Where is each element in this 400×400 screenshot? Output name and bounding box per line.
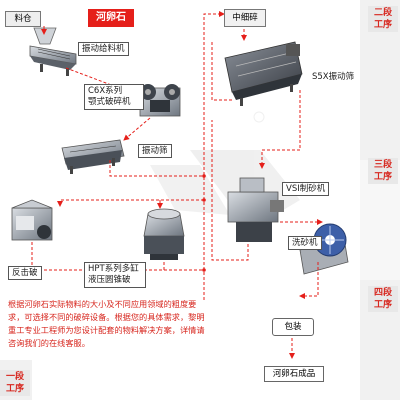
stage-one-tag: 一段 工序: [0, 370, 30, 396]
cone-crusher-label: HPT系列多缸 液压圆锥破: [84, 262, 146, 288]
stage-two-tag: 二段 工序: [368, 6, 398, 32]
impact-crusher-machine: [11, 199, 53, 241]
cone-crusher-line1: HPT系列多缸: [88, 264, 139, 274]
cone-crusher-line2: 液压圆锥破: [88, 275, 131, 285]
description-text: 根据河卵石实际物料的大小及不同应用领域的粗度要求，可选择不同的破碎设备。根据您的…: [8, 299, 205, 348]
jaw-crusher-label: C6X系列 颚式破碎机: [84, 84, 144, 110]
jaw-crusher-machine: [139, 84, 181, 117]
stage-one-line2: 工序: [5, 384, 24, 394]
stage-four-tag: 四段 工序: [368, 286, 398, 312]
cone-crusher-machine: [143, 208, 185, 260]
impact-crusher-label: 反击破: [8, 266, 42, 280]
stage-one-line1: 一段: [5, 372, 24, 382]
jaw-crusher-line1: C6X系列: [88, 86, 123, 96]
stage-four-line2: 工序: [373, 300, 392, 310]
jaw-crusher-line2: 颚式破碎机: [88, 97, 131, 107]
s5x-screen-machine: [224, 41, 303, 106]
stage-three-line1: 三段: [373, 160, 392, 170]
screen-label: 振动筛: [138, 144, 172, 158]
packing-box: 包装: [272, 318, 314, 336]
sand-washer-label: 洗砂机: [288, 236, 322, 250]
feeder-machine: [29, 27, 77, 76]
stage-two-line2: 工序: [373, 20, 392, 30]
s5x-screen-label: S5X振动筛: [312, 72, 355, 82]
stage-three-tag: 三段 工序: [368, 158, 398, 184]
vsi-machine: [227, 177, 284, 242]
stage-two-line1: 二段: [373, 8, 392, 18]
stage-four-line1: 四段: [373, 288, 392, 298]
finished-product-box: 河卵石成品: [264, 366, 324, 382]
medium-crush-label: 中细碎: [224, 9, 266, 27]
hopper-label: 料仓: [5, 11, 41, 27]
stage-three-line2: 工序: [373, 172, 392, 182]
river-pebble-title: 河卵石: [88, 9, 134, 27]
left-screen-machine: [61, 139, 125, 174]
feeder-label: 振动给料机: [78, 42, 129, 56]
vsi-label: VSI制砂机: [282, 182, 330, 196]
